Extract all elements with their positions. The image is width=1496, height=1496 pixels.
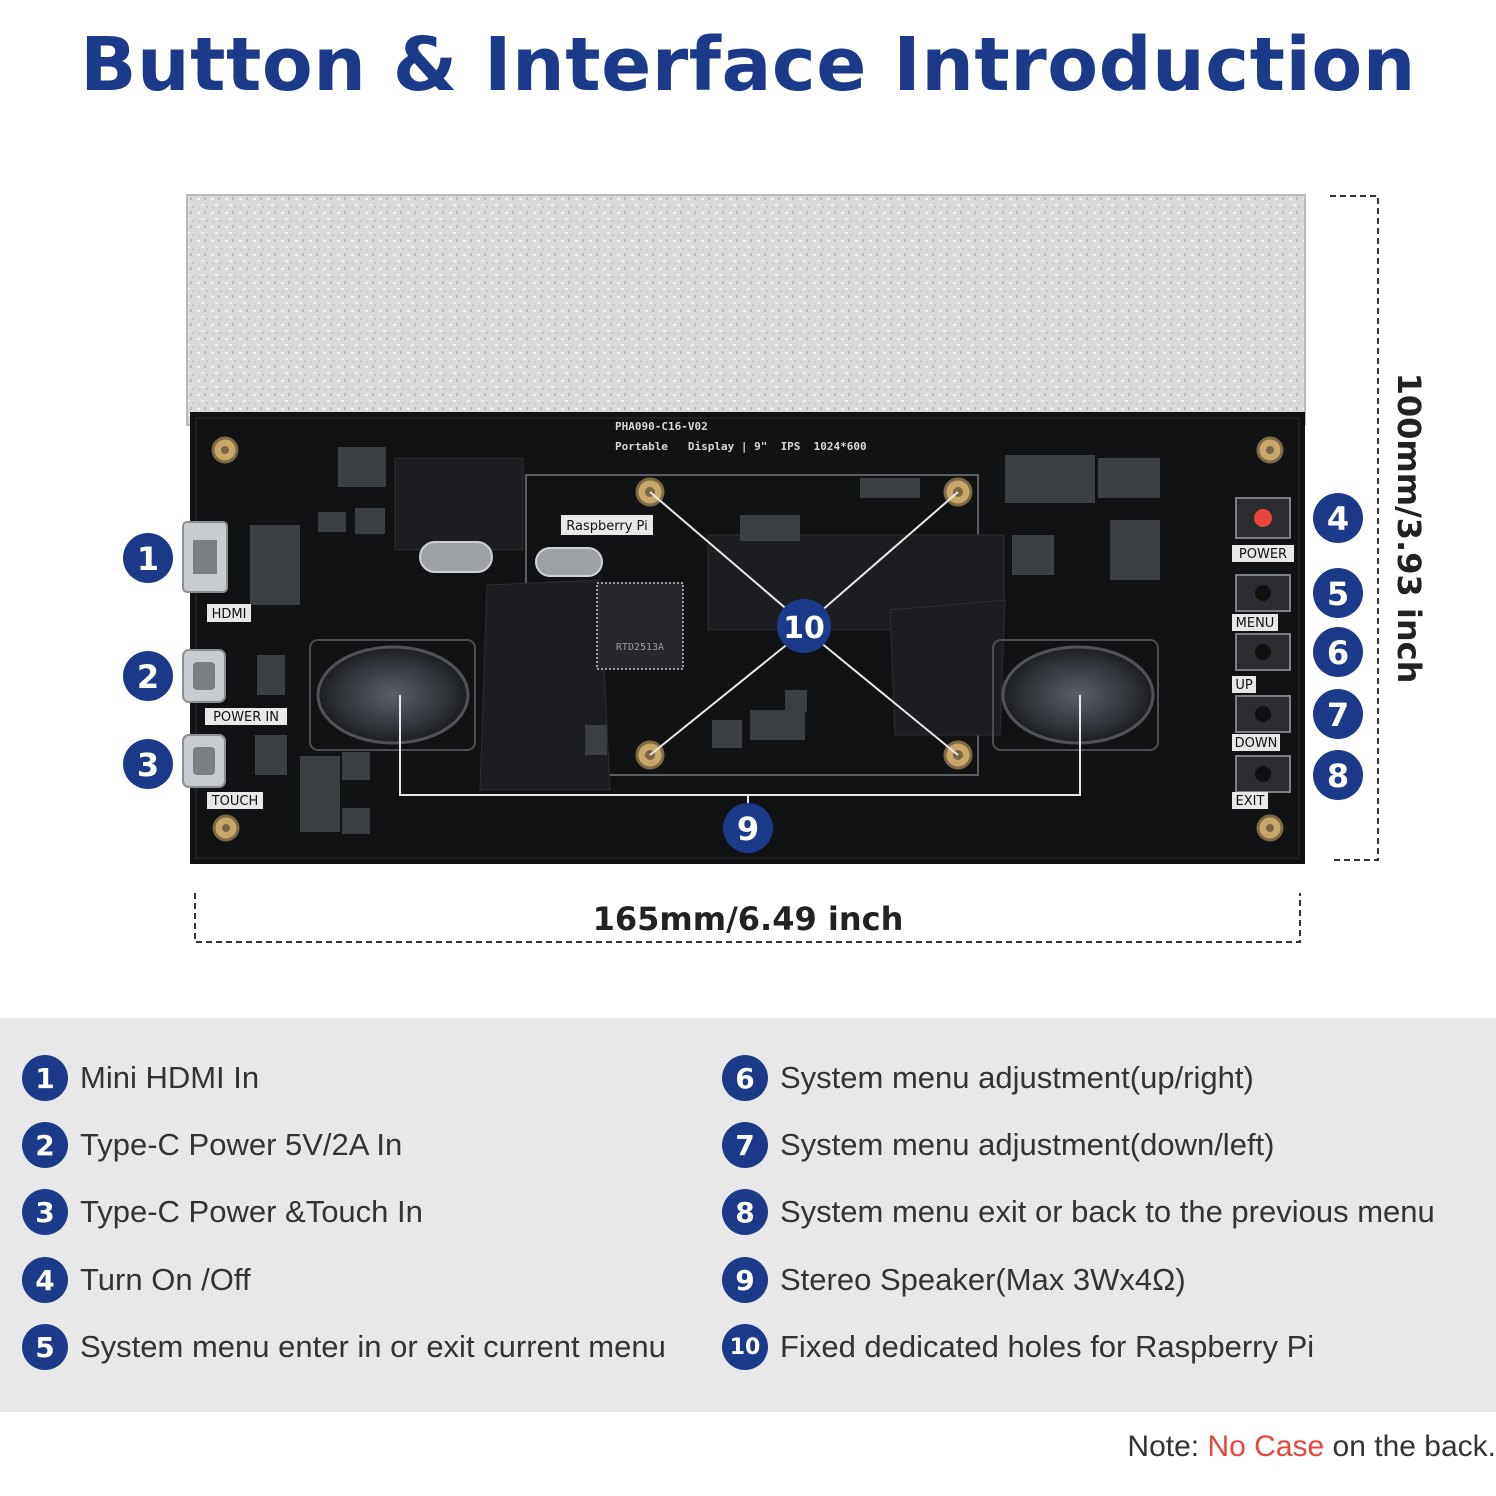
- legend-text: System menu adjustment(up/right): [780, 1060, 1254, 1095]
- callout-3: 3: [123, 739, 173, 789]
- legend-text: System menu adjustment(down/left): [780, 1127, 1275, 1162]
- legend-number: 2: [22, 1122, 68, 1168]
- svg-text:10: 10: [783, 611, 825, 646]
- main-chip: [596, 582, 684, 670]
- up-button: [1235, 633, 1291, 671]
- legend-item-2: 2 Type-C Power 5V/2A In: [22, 1119, 402, 1171]
- svg-text:1: 1: [137, 540, 159, 578]
- legend-text: Mini HDMI In: [80, 1060, 260, 1095]
- callout-8: 8: [1313, 750, 1363, 800]
- width-dimension-line: [194, 893, 1301, 943]
- note-suffix: on the back.: [1332, 1430, 1496, 1463]
- legend-item-1: 1 Mini HDMI In: [22, 1052, 259, 1104]
- legend-item-3: 3 Type-C Power &Touch In: [22, 1186, 423, 1238]
- display-panel: [186, 194, 1306, 426]
- menu-button: [1235, 574, 1291, 612]
- power-in-label: POWER IN: [213, 710, 279, 725]
- callout-9: 9: [723, 803, 773, 853]
- svg-text:9: 9: [737, 810, 759, 848]
- svg-text:4: 4: [1327, 500, 1349, 538]
- board-model-line2: Portable Display | 9" IPS 1024*600: [615, 440, 867, 453]
- legend-item-8: 8 System menu exit or back to the previo…: [722, 1186, 1435, 1238]
- svg-text:7: 7: [1327, 696, 1349, 734]
- legend-number: 1: [22, 1055, 68, 1101]
- callout-7: 7: [1313, 689, 1363, 739]
- svg-text:3: 3: [137, 746, 159, 784]
- exit-button: [1235, 755, 1291, 793]
- board-model-line1: PHA090-C16-V02: [615, 420, 708, 433]
- legend-number: 4: [22, 1257, 68, 1303]
- callout-10: 10: [777, 599, 831, 653]
- note-highlight: No Case: [1207, 1430, 1325, 1463]
- hdmi-port: [182, 521, 228, 593]
- type-c-power-port: [182, 649, 226, 703]
- callout-10-lines: [649, 491, 959, 756]
- legend-number: 8: [722, 1189, 768, 1235]
- up-button-label: UP: [1235, 678, 1253, 693]
- smd-components: [250, 447, 1160, 834]
- raspberry-label: Raspberry Pi: [566, 519, 647, 534]
- legend-number: 9: [722, 1257, 768, 1303]
- svg-text:5: 5: [1327, 575, 1349, 613]
- legend-text: Type-C Power &Touch In: [80, 1194, 423, 1229]
- callout-5: 5: [1313, 568, 1363, 618]
- legend-item-6: 6 System menu adjustment(up/right): [722, 1052, 1254, 1104]
- down-button: [1235, 695, 1291, 733]
- legend-panel: 1 Mini HDMI In 2 Type-C Power 5V/2A In 3…: [0, 1018, 1496, 1412]
- exit-button-label: EXIT: [1236, 794, 1265, 809]
- legend-text: System menu enter in or exit current men…: [80, 1329, 666, 1364]
- legend-number: 10: [722, 1324, 768, 1370]
- power-button-label: POWER: [1239, 547, 1287, 562]
- crystal: [535, 547, 603, 577]
- tape-pieces: [394, 457, 1006, 791]
- product-diagram: PHA090-C16-V02 Portable Display | 9" IPS…: [123, 194, 1428, 943]
- down-button-label: DOWN: [1235, 736, 1278, 751]
- legend-item-9: 9 Stereo Speaker(Max 3Wx4Ω): [722, 1254, 1186, 1306]
- height-dimension-text: 100mm/3.93 inch: [1390, 373, 1428, 684]
- svg-text:6: 6: [1327, 634, 1349, 672]
- svg-text:2: 2: [137, 658, 159, 696]
- callout-6: 6: [1313, 627, 1363, 677]
- legend-item-10: 10 Fixed dedicated holes for Raspberry P…: [722, 1321, 1314, 1373]
- right-speaker: [992, 639, 1159, 751]
- legend-text: Fixed dedicated holes for Raspberry Pi: [780, 1329, 1315, 1364]
- power-button: [1235, 497, 1291, 539]
- legend-item-7: 7 System menu adjustment(down/left): [722, 1119, 1275, 1171]
- legend-text: System menu exit or back to the previous…: [780, 1194, 1435, 1229]
- legend-number: 5: [22, 1324, 68, 1370]
- legend-number: 7: [722, 1122, 768, 1168]
- svg-text:8: 8: [1327, 757, 1349, 795]
- callout-2: 2: [123, 651, 173, 701]
- height-dimension-line: [1330, 195, 1379, 861]
- legend-text: Turn On /Off: [80, 1262, 251, 1297]
- touch-label: TOUCH: [211, 794, 259, 809]
- legend-item-4: 4 Turn On /Off: [22, 1254, 251, 1306]
- hdmi-label: HDMI: [212, 607, 247, 622]
- legend-number: 3: [22, 1189, 68, 1235]
- chip-label: RTD2513A: [616, 642, 664, 653]
- callout-4: 4: [1313, 493, 1363, 543]
- width-dimension-text: 165mm/6.49 inch: [593, 900, 904, 938]
- type-c-touch-port: [182, 734, 226, 788]
- note-prefix: Note:: [1127, 1430, 1200, 1463]
- menu-button-label: MENU: [1236, 616, 1275, 631]
- legend-item-5: 5 System menu enter in or exit current m…: [22, 1321, 666, 1373]
- legend-number: 6: [722, 1055, 768, 1101]
- left-speaker: [309, 639, 476, 751]
- page-title: Button & Interface Introduction: [80, 22, 1416, 108]
- legend-text: Stereo Speaker(Max 3Wx4Ω): [780, 1262, 1186, 1297]
- footer-note: Note: No Case on the back.: [1127, 1430, 1496, 1464]
- legend-text: Type-C Power 5V/2A In: [80, 1127, 403, 1162]
- callout-1: 1: [123, 533, 173, 583]
